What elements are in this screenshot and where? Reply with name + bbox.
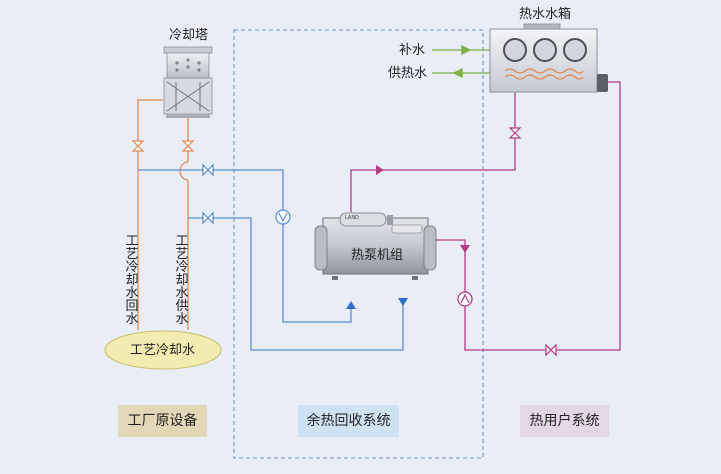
system-user-label: 热用户系统: [529, 413, 600, 429]
hot-water-tank-label: 热水水箱: [519, 7, 572, 22]
system-factory-label: 工厂原设备: [127, 413, 198, 429]
water-lines: [432, 44, 490, 79]
supply-arrow: [452, 67, 463, 79]
recovery-lines: [138, 169, 404, 351]
arrow-user-down: [460, 245, 470, 253]
valve-user-return: [545, 343, 557, 357]
heat-pump-nameplate: LAND: [345, 215, 359, 221]
valve-cooling-supply: [181, 140, 195, 152]
recovery-boundary: [233, 29, 484, 459]
pump-recovery: [275, 209, 291, 225]
valve-user-tank: [508, 127, 522, 139]
valve-cooling-return: [131, 140, 145, 152]
box-factory: [118, 405, 207, 437]
supply-hot-water-label: 供热水: [388, 66, 428, 81]
valve-recovery-2: [202, 211, 214, 225]
return-line-label: 工艺冷却水回水: [125, 234, 139, 327]
heat-pump-unit: [314, 212, 437, 280]
box-recovery: [298, 405, 399, 437]
hot-water-tank: [489, 23, 608, 93]
supply-line-label: 工艺冷却水供水: [175, 234, 189, 327]
process-pool-label: 工艺冷却水: [130, 343, 196, 358]
makeup-arrow: [461, 44, 472, 56]
system-recovery-label: 余热回收系统: [306, 413, 391, 429]
cooling-tower-label: 冷却塔: [169, 28, 209, 43]
cooling-tower: [163, 46, 213, 118]
arrow-recovery-down: [398, 298, 408, 306]
heat-pump-label: 热泵机组: [351, 248, 404, 263]
box-user: [520, 405, 609, 437]
cooling-water-lines: [137, 99, 189, 330]
valve-recovery-1: [202, 163, 214, 177]
pump-user: [457, 291, 473, 307]
arrow-recovery-up: [346, 301, 356, 309]
makeup-water-label: 补水: [399, 43, 426, 58]
arrow-user-up: [376, 165, 384, 175]
process-pool: [104, 330, 222, 370]
